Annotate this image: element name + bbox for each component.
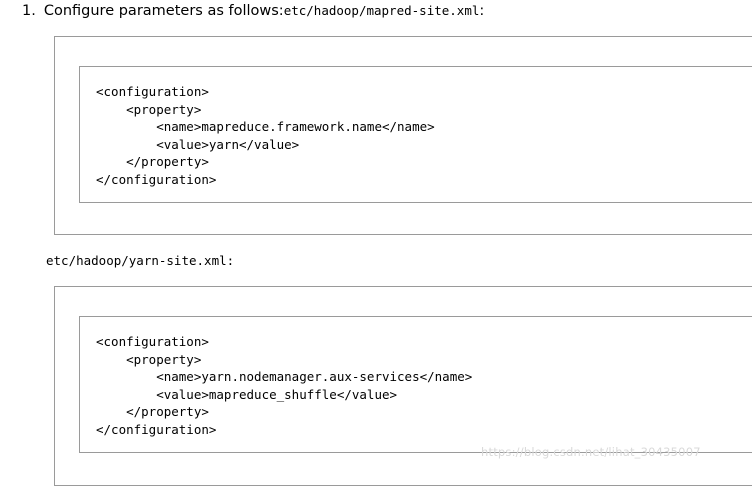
step-number: 1.: [22, 3, 36, 19]
code-text-mapred: <configuration> <property> <name>mapredu…: [96, 84, 435, 187]
code-panel-yarn: <configuration> <property> <name>yarn.no…: [54, 286, 752, 486]
code-text-yarn: <configuration> <property> <name>yarn.no…: [96, 334, 473, 437]
step-instruction: 1. Configure parameters as follows:etc/ha…: [22, 2, 484, 20]
step-text: Configure parameters as follows:: [43, 3, 284, 19]
yarn-site-file-label: etc/hadoop/yarn-site.xml:: [46, 253, 235, 268]
code-block-yarn[interactable]: <configuration> <property> <name>yarn.no…: [79, 316, 752, 453]
code-panel-mapred: <configuration> <property> <name>mapredu…: [54, 36, 752, 235]
step-suffix: :: [479, 3, 485, 19]
step-file-path: etc/hadoop/mapred-site.xml: [283, 3, 480, 18]
code-block-mapred[interactable]: <configuration> <property> <name>mapredu…: [79, 66, 752, 203]
watermark-text: https://blog.csdn.net/lihat_30435007: [481, 445, 701, 459]
